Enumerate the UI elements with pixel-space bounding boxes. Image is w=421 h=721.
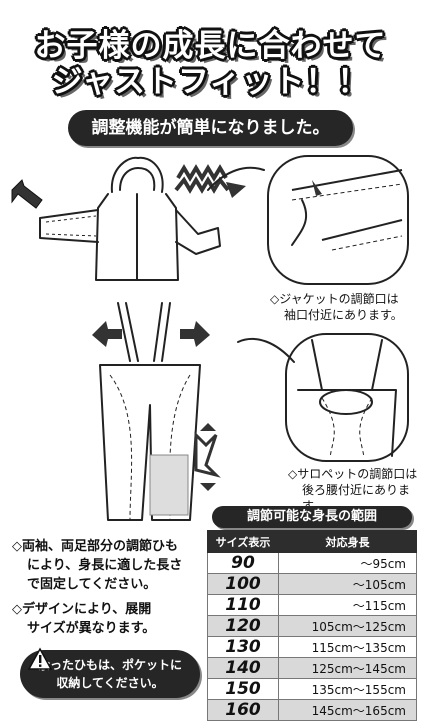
design-size-note: ◇デザインにより、展開 サイズが異なります。 — [12, 602, 156, 636]
arrow-up-right-icon — [180, 321, 210, 347]
arrow-up-left-icon — [92, 321, 122, 347]
arrow-up-icon — [312, 180, 322, 196]
range-title: 調節可能な身長の範囲 — [212, 506, 412, 528]
warning-icon — [27, 647, 53, 670]
jacket-illustration — [11, 156, 246, 281]
table-row: 110～115cm — [207, 594, 417, 616]
adjust-banner: 調整機能が簡単になりました。 — [68, 110, 353, 146]
jacket-note: ◇ジャケットの調節口は 袖口付近にあります。 — [270, 292, 403, 322]
title-line-1: お子様の成長に合わせて — [34, 28, 387, 64]
jacket-detail-zoom — [267, 155, 409, 285]
arrow-updown-icon — [200, 423, 216, 491]
arrow-right-icon — [226, 182, 246, 198]
table-row: 100～105cm — [207, 573, 417, 595]
header-size: サイズ表示 — [207, 530, 279, 553]
warning-pill: 余ったひもは、ポケットに 収納してください。 — [20, 647, 200, 698]
adjust-cord-note: ◇両袖、両足部分の調節ひも により、身長に適した長さ で固定してください。 — [12, 539, 183, 592]
header-height: 対応身長 — [278, 530, 417, 553]
pants-illustration — [92, 302, 221, 521]
title-line-2: ジャストフィット！！ — [51, 64, 370, 100]
size-table: サイズ表示 対応身長 90～95cm 100～105cm 110～115cm 1… — [207, 530, 417, 721]
pants-detail-zoom — [285, 333, 409, 462]
table-row: 90～95cm — [207, 552, 417, 574]
arrow-up-left-icon — [11, 179, 43, 209]
